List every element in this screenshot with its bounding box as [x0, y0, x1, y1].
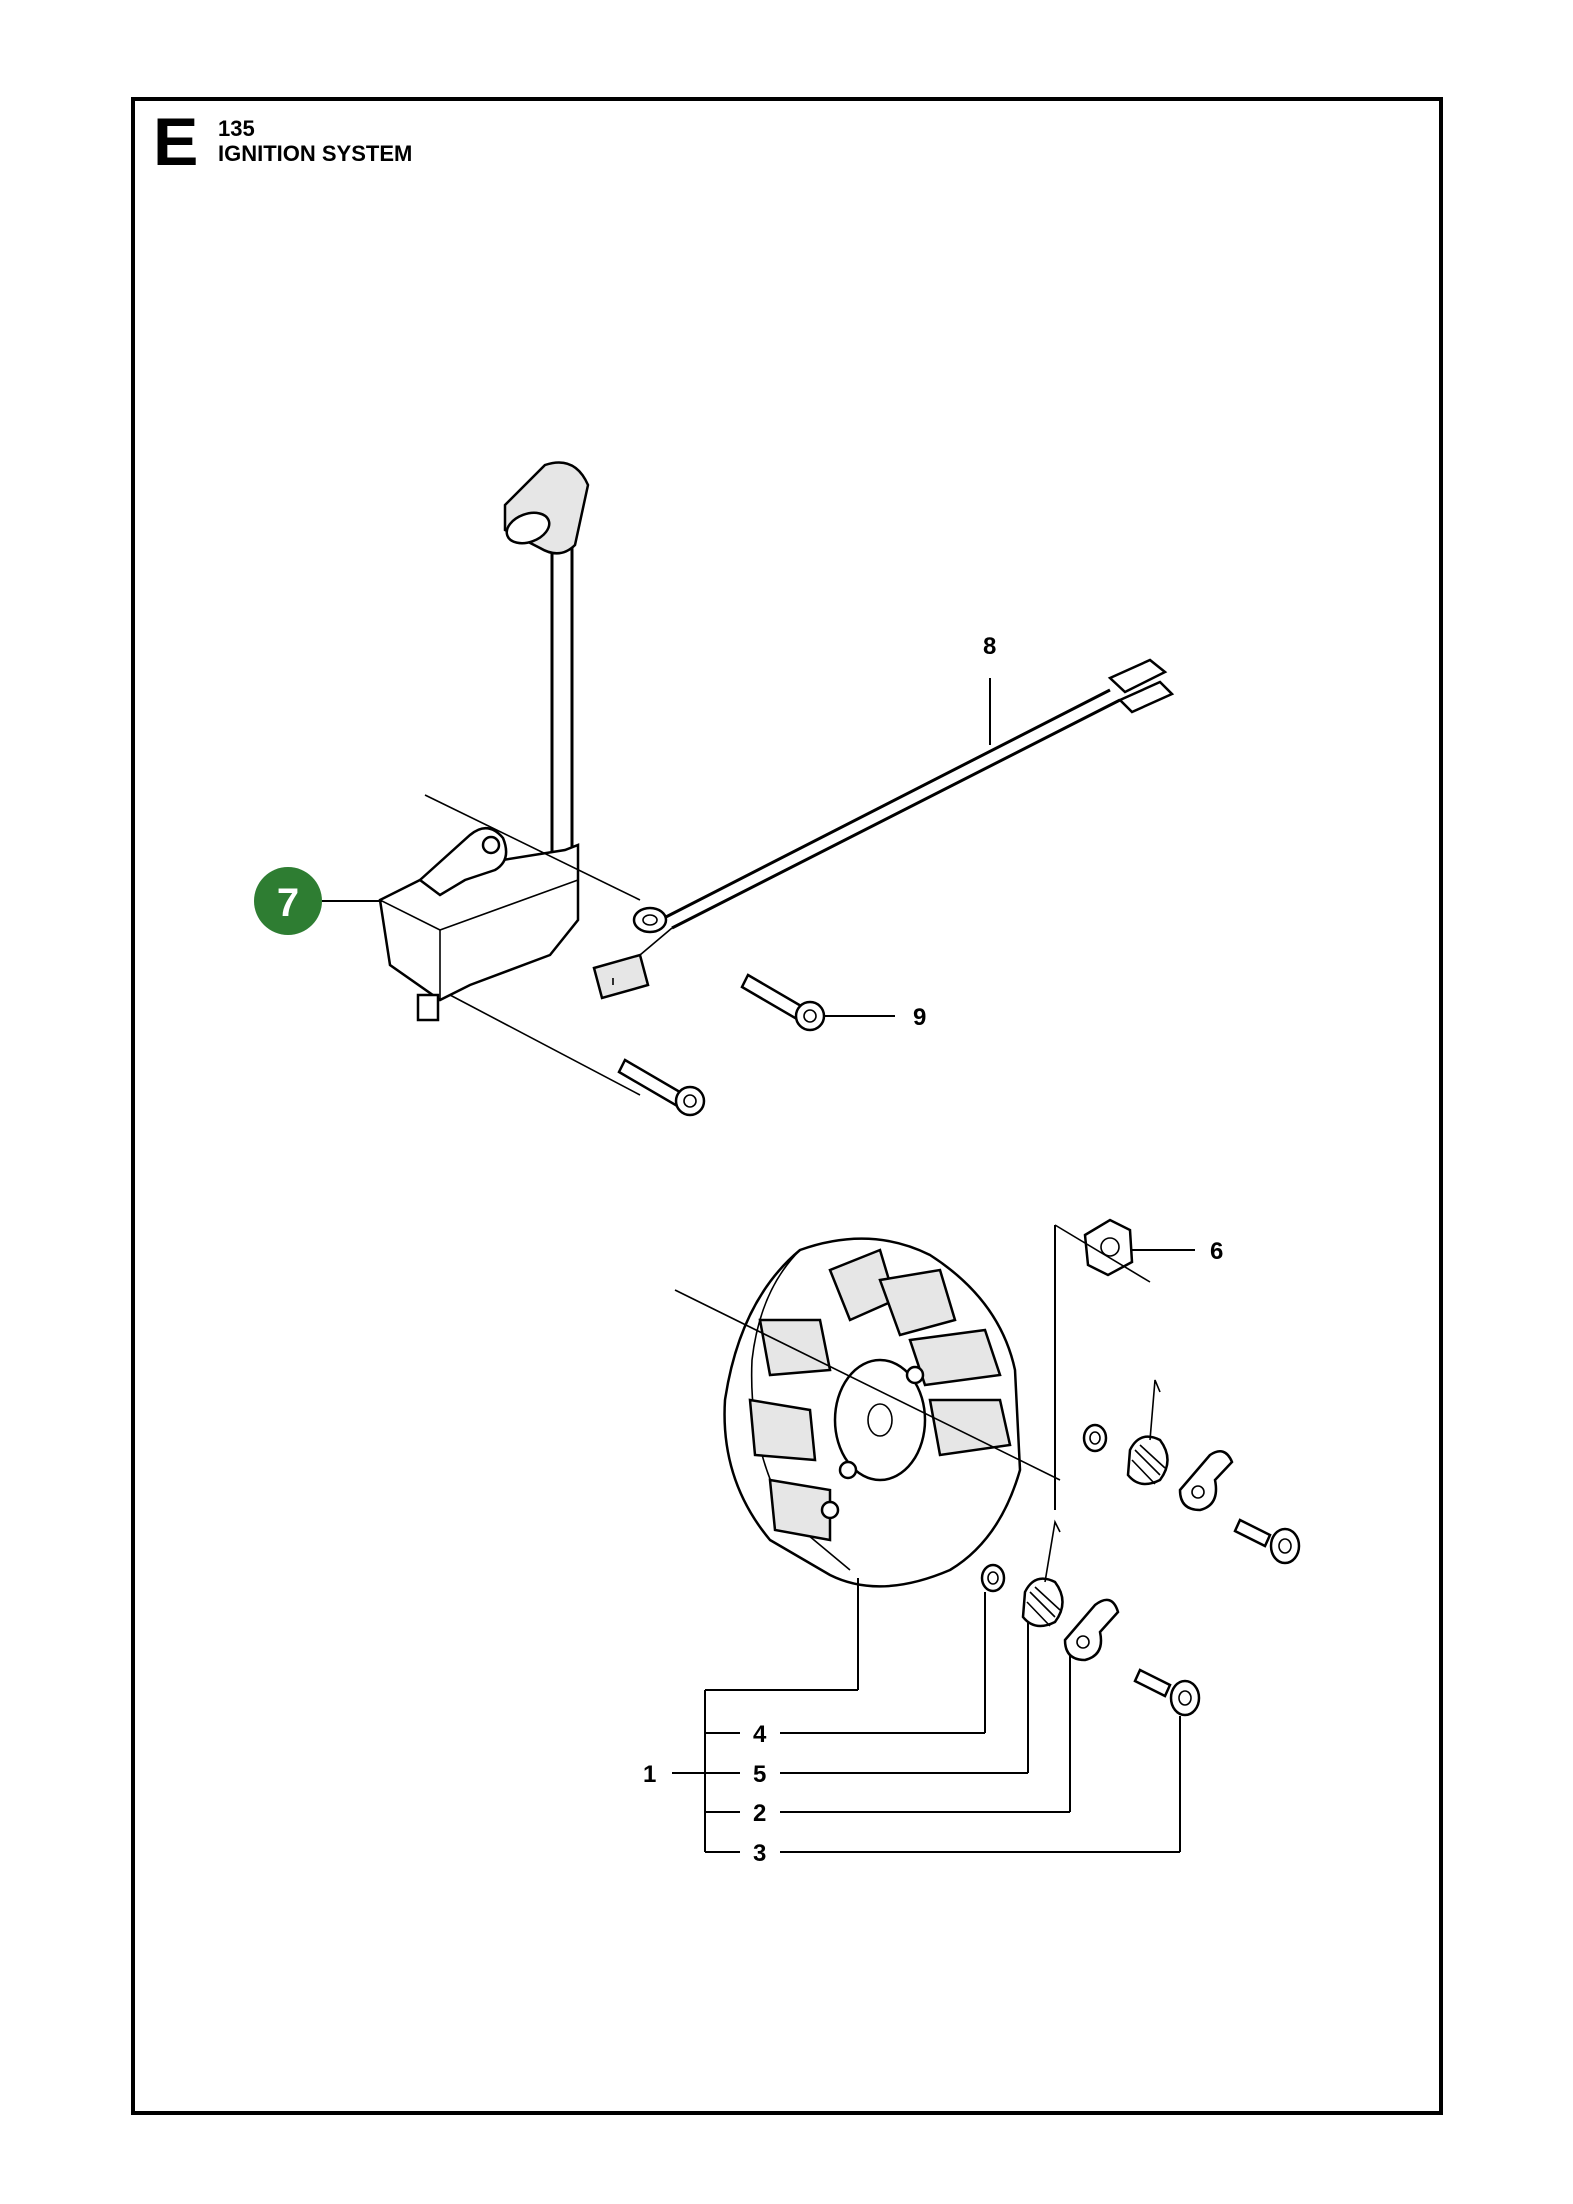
callout-5-label[interactable]: 5	[753, 1761, 766, 1788]
callout-7-label: 7	[277, 881, 299, 925]
nut-part-6[interactable]	[1054, 1218, 1151, 1283]
page-frame	[131, 97, 1443, 2115]
callout-7-badge[interactable]: 7	[254, 867, 382, 935]
flywheel-part[interactable]	[674, 1237, 1061, 1588]
callout-8-label[interactable]: 8	[983, 633, 996, 660]
lower-pawl-assembly[interactable]	[980, 1519, 1201, 1717]
wire-harness-part[interactable]	[592, 658, 1175, 1000]
model-number: 135	[218, 116, 255, 141]
callout-9-label[interactable]: 9	[913, 1004, 926, 1031]
callout-4-label[interactable]: 4	[753, 1721, 767, 1748]
highlight-badge-icon	[254, 867, 322, 935]
washer-part-4[interactable]	[980, 1563, 1006, 1593]
upper-pawl-assembly[interactable]	[1082, 1379, 1301, 1565]
screw-part-3[interactable]	[1133, 1668, 1172, 1698]
callout-2-label[interactable]: 2	[753, 1800, 766, 1827]
page-title: IGNITION SYSTEM	[218, 141, 413, 166]
ignition-module-part[interactable]	[378, 461, 641, 1096]
callout-1-label[interactable]: 1	[643, 1761, 656, 1788]
pawl-part-2[interactable]	[1063, 1598, 1120, 1662]
screw-part-9[interactable]	[617, 973, 826, 1117]
callout-3-label[interactable]: 3	[753, 1840, 766, 1867]
section-letter: E	[153, 104, 199, 180]
callout-6-label[interactable]: 6	[1210, 1238, 1223, 1265]
callout-bracket	[672, 1592, 1181, 1853]
